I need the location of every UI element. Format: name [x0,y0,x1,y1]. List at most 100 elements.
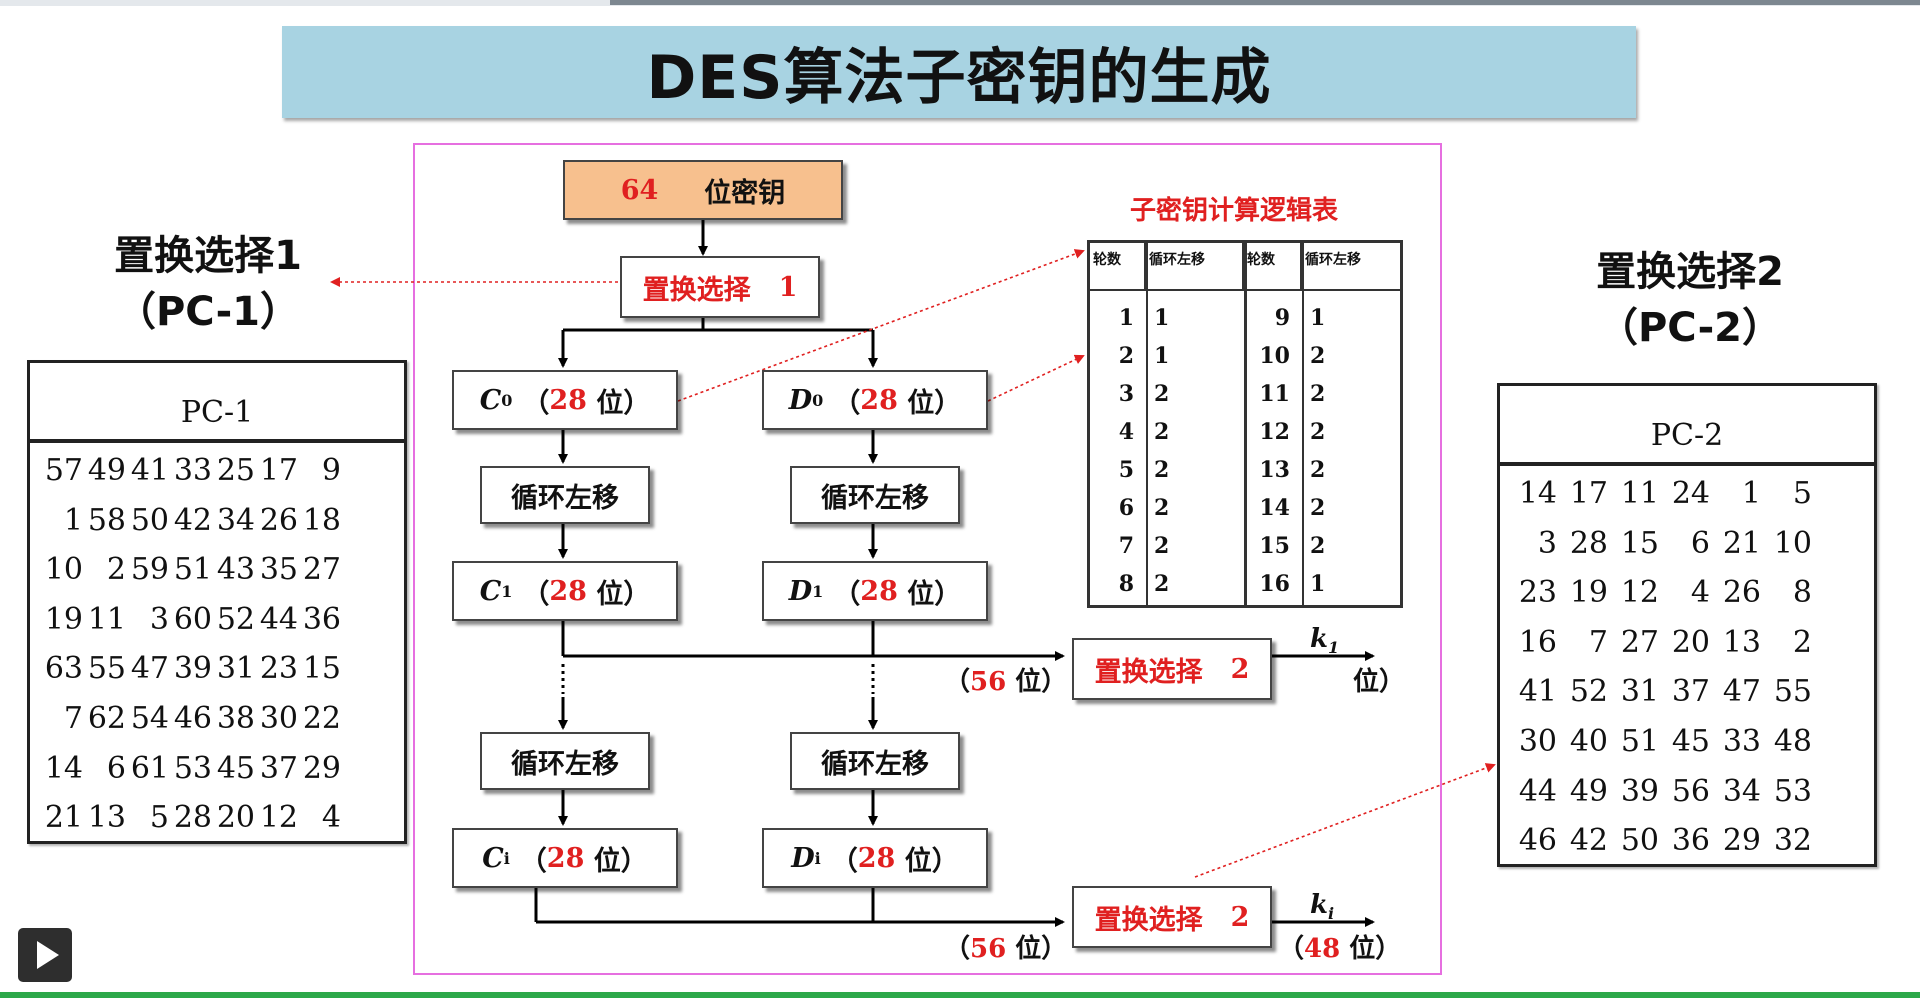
pc2-cell: 14 [1518,476,1557,511]
d1-bits: 28 [860,575,898,607]
bits56-number: 56 [970,667,1007,697]
pc2-cell: 27 [1620,624,1659,660]
schedule-shift-cell: 2 [1154,381,1170,407]
pc1-cell: 35 [259,552,298,588]
pc2-cell: 46 [1518,823,1557,859]
schedule-round-cell: 12 [1259,419,1290,445]
pc1-cell: 19 [44,601,83,637]
pc1-cell: 44 [259,601,298,637]
schedule-shift-cell: 2 [1154,571,1170,597]
left-shift-box-di: 循环左移 [790,732,960,790]
schedule-shift-cell: 2 [1310,419,1326,445]
pc1-cell: 15 [302,651,341,687]
ci-symbol: C [482,842,504,874]
pc1-cell: 38 [216,700,255,736]
pc2-cell: 41 [1518,674,1557,710]
pc2-cell: 39 [1620,773,1659,809]
pc1-cell: 42 [173,502,212,538]
c1-wei: 位 [596,578,624,610]
di-wei: 位 [904,845,932,877]
schedule-round-cell: 14 [1259,495,1290,521]
left-shift-label: 循环左移 [821,482,929,514]
pc2-cell: 37 [1671,674,1710,710]
k1-bits-label: 位） [1353,667,1406,697]
pc1-cell: 14 [44,750,83,786]
pc1-cell: 58 [87,502,126,538]
pc1-box-label: 置换选择 [642,274,751,306]
pc2-cell: 48 [1773,723,1812,759]
schedule-divider [1146,243,1148,605]
pc2-cell: 12 [1620,575,1659,611]
pc2-cell: 53 [1773,773,1812,809]
pc1-side-line1: 置换选择1 [114,233,302,279]
schedule-round-cell: 11 [1259,381,1290,407]
pc2-cell: 33 [1722,723,1761,759]
schedule-round-cell: 2 [1118,343,1134,369]
pc1-cell: 11 [87,601,126,637]
pc1-cell: 41 [130,453,169,488]
schedule-shift-cell: 2 [1310,343,1326,369]
d1-wei: 位 [907,578,935,610]
pc1-cell: 27 [302,552,341,588]
pc2-cell: 24 [1671,476,1710,511]
play-button[interactable] [18,928,72,982]
schedule-shift-cell: 2 [1154,533,1170,559]
pc1-cell: 57 [44,453,83,488]
bits48-wei: 位 [1349,934,1376,964]
k1-wei: 位 [1353,667,1380,697]
progress-bar [0,992,1920,998]
pc2-box-1: 置换选择 2 [1072,638,1272,700]
pc2-cell: 52 [1569,674,1608,710]
d0-symbol: D [788,384,813,416]
k1-label: k1 [1310,624,1339,657]
slide-title-bar: DES算法子密钥的生成 [282,26,1636,118]
bits56-label-2: （56 位） [944,934,1068,964]
bits56-wei: 位 [1015,667,1042,697]
pc1-side-line2: （PC-1） [115,289,301,335]
pc1-box: 置换选择 1 [620,256,820,318]
pc1-cell: 50 [130,502,169,538]
bits56-wei: 位 [1015,934,1042,964]
pc1-cell: 1 [63,502,83,538]
pc1-box-number: 1 [778,271,798,303]
bits56-label-1: （56 位） [944,667,1068,697]
pc2-side-line1: 置换选择2 [1596,249,1784,295]
schedule-round-cell: 9 [1274,305,1290,331]
pc1-cell: 2 [106,552,126,588]
k1-sub: 1 [1328,638,1340,658]
pc1-cell: 30 [259,700,298,736]
pc1-cell: 36 [302,601,341,637]
key-bits-number: 64 [620,174,659,206]
pc2-box-i: 置换选择 2 [1072,886,1272,948]
pc2-cell: 50 [1620,823,1659,859]
pc2-cell: 7 [1588,624,1608,660]
d0-bits: 28 [860,384,898,416]
key-bits-label: 位密钥 [704,177,786,209]
pc1-cell: 23 [259,651,298,687]
left-shift-label: 循环左移 [821,748,929,780]
pc1-cell: 62 [87,700,126,736]
pc2-cell: 17 [1569,476,1608,511]
pc2-side-label: 置换选择2 （PC-2） [1560,244,1820,356]
ki-sub: i [1328,904,1335,924]
diagram-frame [413,143,1442,975]
schedule-shift-cell: 2 [1310,457,1326,483]
pc2-cell: 51 [1620,723,1659,759]
pc1-table-header: PC-1 [30,363,404,443]
schedule-shift-cell: 2 [1310,381,1326,407]
c1-bits: 28 [549,575,587,607]
pc2-box-number: 2 [1230,901,1250,933]
pc1-cell: 28 [173,800,212,836]
c1-symbol: C [479,575,502,607]
